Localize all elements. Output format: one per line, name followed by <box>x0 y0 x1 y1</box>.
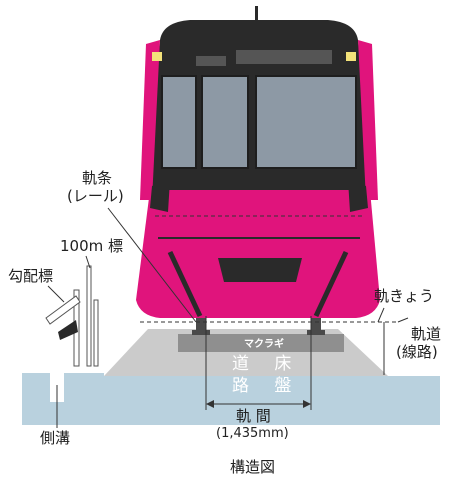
gauge-dimension-arrow <box>206 400 311 408</box>
label-track-structure: 軌きょう <box>374 287 435 305</box>
label-roadbed-2: 路 盤 <box>232 376 302 396</box>
subgrade-ground <box>22 373 440 425</box>
label-track: 軌道 <box>411 325 442 343</box>
dashed-guide-lines <box>140 215 398 323</box>
label-gauge-value: (1,435mm) <box>216 426 289 441</box>
trackside-markers <box>45 265 99 367</box>
sleeper <box>178 334 344 352</box>
diagram-caption: 構造図 <box>230 458 276 476</box>
label-100m-marker: 100m 標 <box>60 237 124 255</box>
label-rail-sub: (レール) <box>67 187 124 205</box>
label-side-ditch: 側溝 <box>40 429 71 447</box>
rails <box>192 316 325 335</box>
label-gradient-marker: 勾配標 <box>8 267 54 285</box>
label-track-sub: (線路) <box>396 343 438 361</box>
label-roadbed-1: 道 床 <box>232 354 302 374</box>
train-front <box>136 6 380 318</box>
label-rail: 軌条 <box>82 169 113 187</box>
leader-lines <box>47 207 409 428</box>
label-gauge: 軌 間 <box>236 407 271 425</box>
label-sleeper: マクラギ <box>244 339 284 350</box>
